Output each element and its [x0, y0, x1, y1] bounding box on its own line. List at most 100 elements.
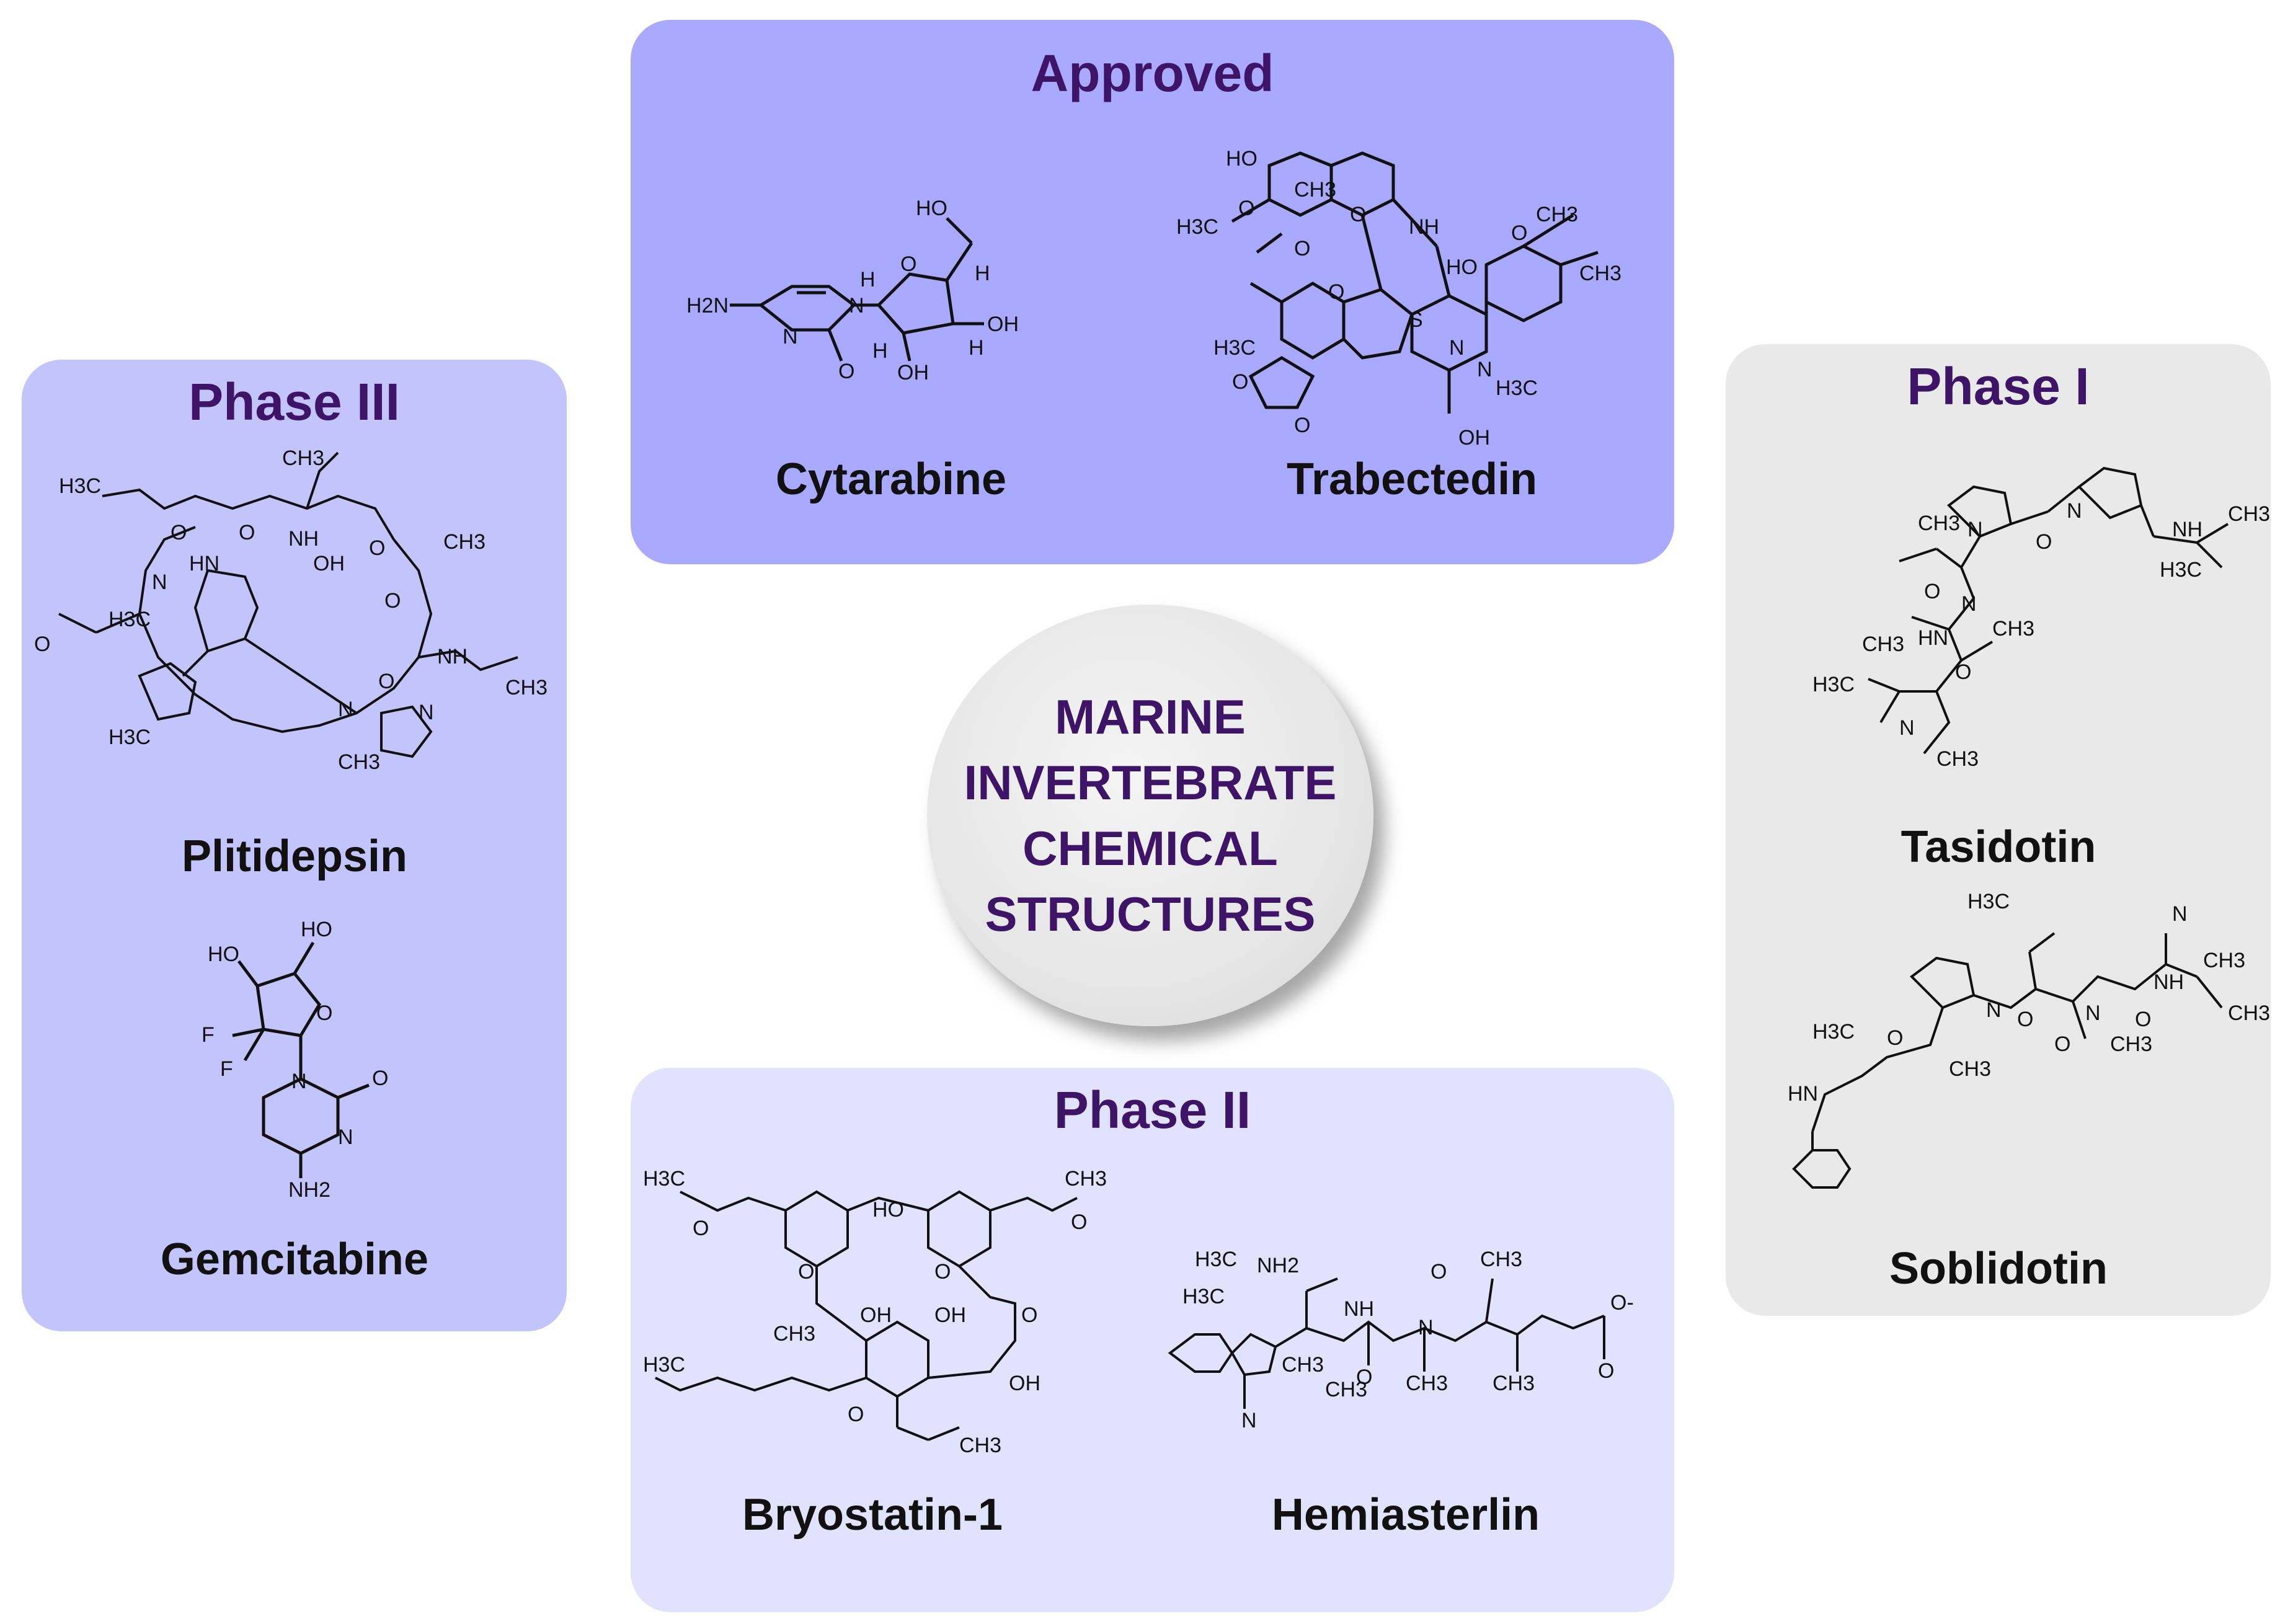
atom-label: CH3 [1992, 617, 2034, 641]
atom-label: O [34, 632, 50, 656]
atom-label: HO [916, 197, 947, 220]
atom-label: O [2017, 1008, 2033, 1031]
atom-label: CH3 [1579, 262, 1621, 285]
hemiasterlin-label: Hemiasterlin [1271, 1490, 1540, 1540]
atom-label: O [934, 1260, 951, 1284]
atom-label: O [316, 1001, 332, 1025]
plitidepsin-structure-icon: H3C CH3 O N HN O NH OH O O CH3 H3C N O C… [34, 446, 555, 781]
atom-label: O [1328, 280, 1344, 304]
cytarabine-structure-icon: H2N N O N O HO OH OH H H H H [686, 181, 1071, 417]
atom-label: O [1294, 414, 1310, 437]
atom-label: N [1418, 1316, 1434, 1339]
atom-label: H3C [1967, 890, 2010, 913]
atom-label: O [693, 1217, 709, 1240]
phase2-panel: Phase II H3C O O HO O O CH3 OH OH O H3 [631, 1068, 1674, 1612]
atom-label: N [2067, 499, 2082, 523]
atom-label: OH [1458, 426, 1490, 450]
atom-label: O [378, 670, 394, 693]
gemcitabine-structure-icon: HO HO F F O N O N NH2 [195, 918, 406, 1215]
atom-label: CH3 [2110, 1032, 2152, 1056]
atom-label: NH [2172, 518, 2202, 541]
atom-label: HO [1226, 147, 1258, 171]
atom-label: H3C [1176, 215, 1218, 239]
atom-label: CH3 [1949, 1057, 1991, 1081]
atom-label: F [220, 1057, 233, 1081]
atom-label: NH [1344, 1297, 1374, 1321]
atom-label: NH [437, 645, 468, 668]
atom-label: OH [860, 1303, 892, 1327]
trabectedin-structure-icon: HO H3C O NH O CH3 HO CH3 H3C O O O S N N… [1176, 141, 1623, 463]
atom-label: N [1967, 518, 1983, 541]
atom-label: CH3 [2203, 949, 2245, 972]
bryostatin-label: Bryostatin-1 [742, 1490, 1003, 1540]
atom-label: OH [1009, 1372, 1040, 1395]
atom-label: CH3 [1493, 1372, 1535, 1395]
atom-label: H3C [1812, 1020, 1855, 1044]
atom-label: CH3 [1282, 1353, 1324, 1377]
atom-label: CH3 [1065, 1167, 1107, 1191]
cytarabine-label: Cytarabine [775, 455, 1007, 504]
atom-label: O [798, 1260, 814, 1284]
atom-label: H3C [1213, 336, 1256, 360]
atom-label: N [783, 325, 798, 348]
atom-label: O [239, 521, 255, 544]
atom-label: O [1887, 1026, 1903, 1050]
atom-label: OH [897, 361, 929, 384]
atom-label: O [1238, 197, 1254, 220]
soblidotin-label: Soblidotin [1889, 1244, 2108, 1293]
atom-label: O [1924, 580, 1940, 603]
atom-label: CH3 [1294, 178, 1336, 202]
atom-label: CH3 [1918, 512, 1960, 535]
atom-label: N [1961, 592, 1977, 616]
atom-label: NH [1409, 215, 1439, 239]
atom-label: O [1350, 203, 1366, 226]
atom-label: CH3 [505, 676, 548, 699]
atom-label: NH2 [1257, 1254, 1299, 1277]
atom-label: O [1511, 221, 1527, 245]
atom-label: CH3 [959, 1434, 1001, 1457]
tasidotin-structure-icon: N N O NH CH3 H3C CH3 N O CH3 HN O CH3 H3… [1775, 456, 2270, 803]
atom-label: OH [313, 552, 345, 575]
atom-label: H3C [643, 1353, 685, 1377]
atom-label: O [838, 360, 854, 383]
atom-label: H [860, 268, 876, 291]
atom-label: O [1294, 237, 1310, 260]
atom-label: OH [934, 1303, 966, 1327]
atom-label: H3C [1496, 376, 1538, 400]
atom-label: N [152, 570, 167, 594]
atom-label: H3C [1182, 1285, 1225, 1308]
atom-label: N [419, 701, 434, 724]
atom-label: N [291, 1070, 307, 1093]
atom-label: F [202, 1023, 215, 1047]
atom-label: H3C [1195, 1248, 1237, 1271]
atom-label: N [849, 294, 864, 317]
atom-label: O [372, 1067, 388, 1090]
atom-label: CH3 [443, 530, 486, 554]
atom-label: CH3 [1936, 747, 1979, 771]
atom-label: CH3 [338, 750, 380, 774]
atom-label: O [900, 252, 916, 276]
atom-label: N [1986, 998, 2002, 1022]
atom-label: HO [208, 943, 239, 966]
atom-label: O [1955, 660, 1971, 684]
atom-label: N [1899, 716, 1915, 740]
atom-label: O [384, 589, 401, 613]
plitidepsin-label: Plitidepsin [181, 832, 408, 881]
atom-label: H [872, 339, 888, 363]
atom-label: H3C [2160, 558, 2202, 582]
atom-label: O [1431, 1260, 1447, 1284]
atom-label: OH [987, 313, 1019, 336]
atom-label: CH3 [1406, 1372, 1448, 1395]
approved-panel: Approved H2N N O N O HO OH OH H H H [631, 20, 1674, 564]
atom-label: HO [301, 918, 332, 941]
atom-label: NH [288, 527, 319, 551]
approved-title: Approved [1031, 44, 1274, 102]
atom-label: CH3 [1325, 1378, 1367, 1401]
atom-label: O [1598, 1359, 1614, 1383]
atom-label: O [2135, 1008, 2151, 1031]
atom-label: N [2172, 902, 2188, 926]
atom-label: H3C [109, 608, 151, 631]
soblidotin-structure-icon: H3C N O N CH3 NH O O CH3 H3C HN O CH3 N … [1763, 890, 2270, 1237]
atom-label: O [1356, 1365, 1372, 1389]
phase1-panel: Phase I N N O NH CH3 H3C CH3 [1726, 344, 2271, 1316]
